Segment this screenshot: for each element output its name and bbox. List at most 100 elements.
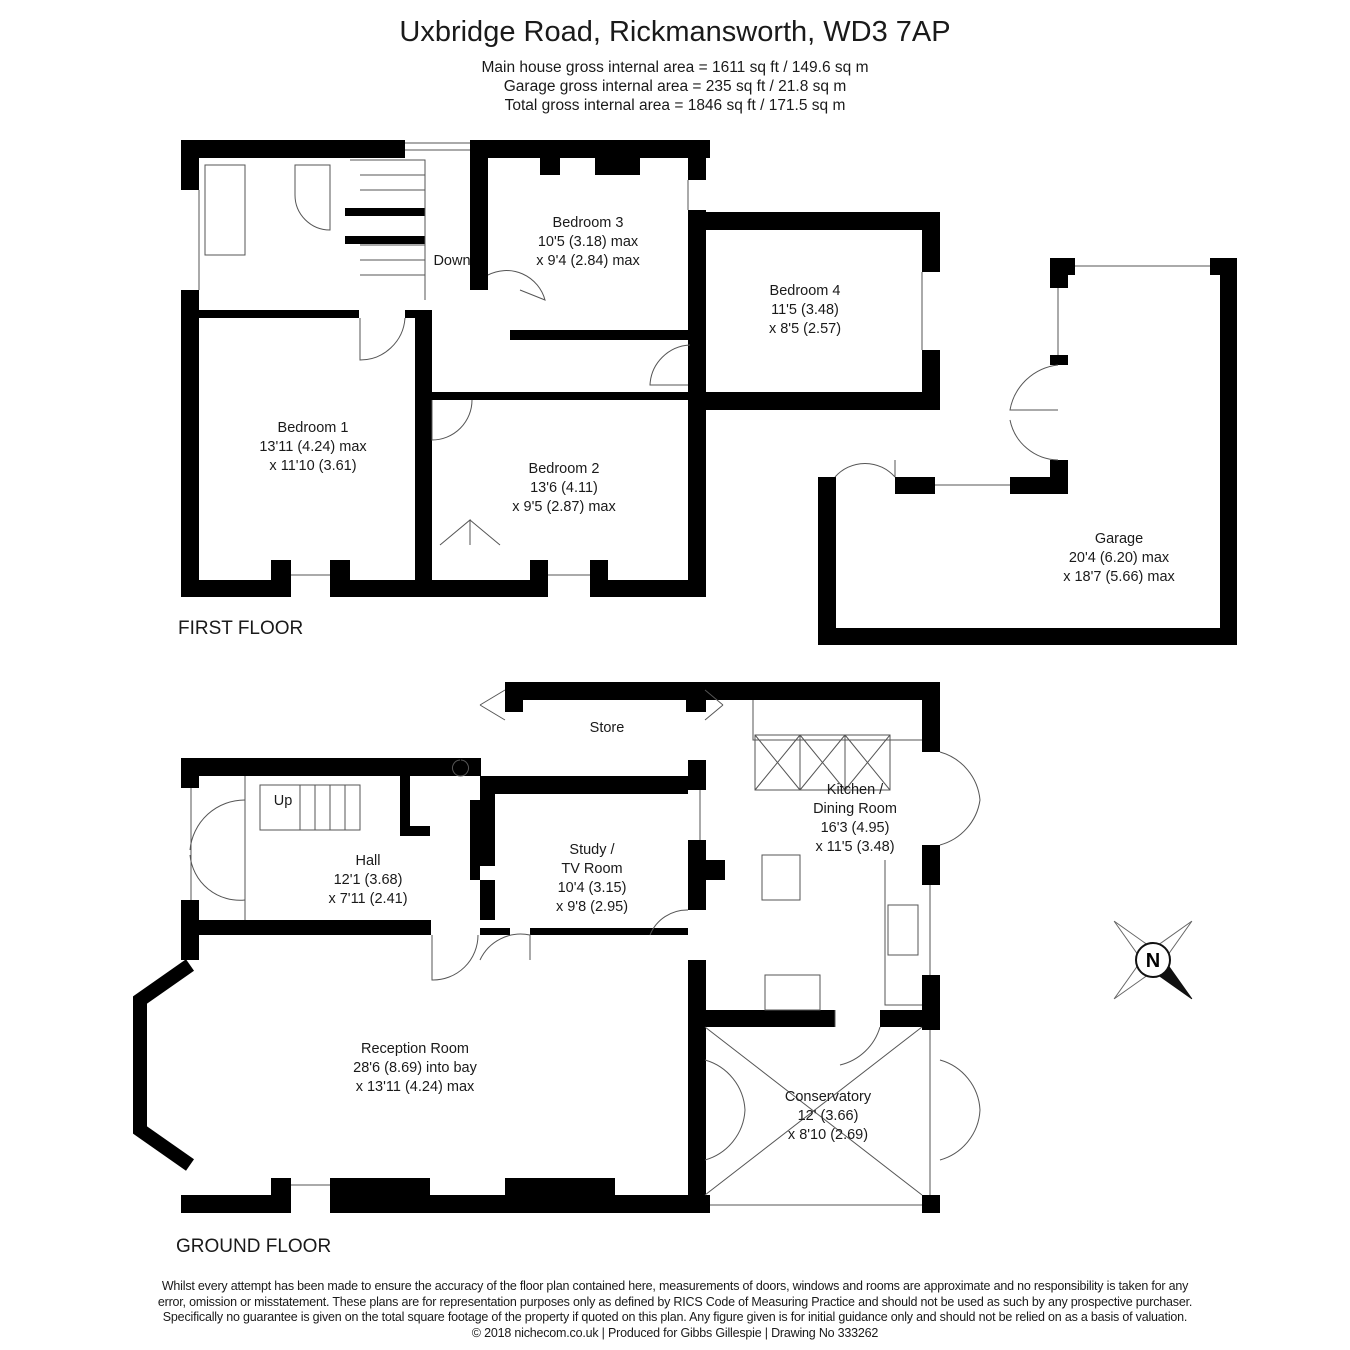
fixtures-doors-windows <box>189 142 1210 1206</box>
plan-line <box>649 790 701 936</box>
plan-line <box>752 700 922 741</box>
wall <box>530 928 688 935</box>
compass-icon: N <box>1113 920 1193 1000</box>
stairs-label: Down <box>433 253 470 269</box>
wall <box>530 560 548 597</box>
room-dim: x 7'11 (2.41) <box>328 891 407 907</box>
room-bedroom-3: Bedroom 3 10'5 (3.18) max x 9'4 (2.84) m… <box>536 215 640 269</box>
wall <box>688 212 940 230</box>
room-dim: x 9'4 (2.84) max <box>536 253 640 269</box>
room-dim: x 8'5 (2.57) <box>769 321 841 337</box>
room-name: Dining Room <box>813 801 897 817</box>
wall <box>345 208 425 216</box>
plan-line <box>189 799 246 901</box>
plan-line <box>359 317 406 361</box>
stairs-label: Up <box>274 793 293 809</box>
wall <box>482 392 688 400</box>
plan-line <box>204 164 246 256</box>
wall <box>686 700 706 712</box>
room-dim: 20'4 (6.20) max <box>1069 550 1170 566</box>
wall <box>432 392 482 400</box>
room-name: Kitchen / <box>827 782 884 798</box>
room-name: Bedroom 2 <box>529 461 600 477</box>
copyright-line: © 2018 nichecom.co.uk | Produced for Gib… <box>471 1325 879 1340</box>
room-name: Study / <box>569 842 615 858</box>
room-dim: x 9'5 (2.87) max <box>512 499 616 515</box>
plan-line <box>452 759 469 777</box>
wall <box>181 290 199 597</box>
room-bedroom-4: Bedroom 4 11'5 (3.48) x 8'5 (2.57) <box>769 283 841 337</box>
wall <box>1050 258 1068 288</box>
wall <box>688 210 706 597</box>
wall <box>510 330 688 340</box>
wall <box>540 140 560 175</box>
wall <box>608 580 706 597</box>
wall <box>922 845 940 885</box>
plan-line <box>939 1059 981 1161</box>
disclaimer-line: error, omission or misstatement. These p… <box>157 1294 1193 1309</box>
plan-line <box>704 1026 923 1196</box>
room-name: Bedroom 4 <box>770 283 841 299</box>
room-name: Bedroom 1 <box>278 420 349 436</box>
wall <box>705 860 725 880</box>
room-dim: x 13'11 (4.24) max <box>356 1079 475 1095</box>
plan-title: Uxbridge Road, Rickmansworth, WD3 7AP <box>399 16 951 48</box>
bay-window <box>133 959 195 1171</box>
plan-line <box>294 164 331 231</box>
room-conservatory: Conservatory 12' (3.66) x 8'10 (2.69) <box>785 1089 872 1143</box>
plan-line <box>350 159 426 300</box>
room-name: Garage <box>1095 531 1143 547</box>
wall <box>505 1178 615 1213</box>
wall <box>818 628 1237 645</box>
wall <box>922 212 940 272</box>
wall <box>895 477 935 494</box>
main-house-area: Main house gross internal area = 1611 sq… <box>481 59 869 76</box>
plan-line <box>884 860 922 1006</box>
disclaimer: Whilst every attempt has been made to en… <box>60 1279 1290 1341</box>
room-dim: 12' (3.66) <box>798 1108 859 1124</box>
room-dim: 16'3 (4.95) <box>821 820 890 836</box>
wall <box>1010 477 1068 494</box>
wall <box>922 1195 940 1213</box>
room-store: Store <box>590 720 625 736</box>
room-kitchen-dining: Kitchen / Dining Room 16'3 (4.95) x 11'5… <box>813 782 897 855</box>
wall <box>1050 355 1068 365</box>
wall <box>470 140 488 290</box>
wall <box>688 140 706 180</box>
wall <box>705 392 940 410</box>
room-hall: Hall 12'1 (3.68) x 7'11 (2.41) <box>328 853 407 907</box>
wall <box>705 1010 835 1027</box>
room-reception: Reception Room 28'6 (8.69) into bay x 13… <box>353 1041 477 1095</box>
wall <box>271 560 291 597</box>
wall <box>181 920 431 935</box>
wall <box>350 580 530 597</box>
room-study: Study / TV Room 10'4 (3.15) x 9'8 (2.95) <box>556 842 628 915</box>
wall <box>480 776 495 866</box>
wall <box>880 1010 940 1027</box>
wall <box>181 1195 271 1213</box>
room-dim: x 9'8 (2.95) <box>556 899 628 915</box>
room-name: Hall <box>356 853 381 869</box>
disclaimer-line: Specifically no guarantee is given on th… <box>162 1310 1188 1324</box>
wall <box>199 310 359 318</box>
room-garage: Garage 20'4 (6.20) max x 18'7 (5.66) max <box>1063 531 1175 585</box>
plan-line <box>431 399 473 441</box>
room-name: Reception Room <box>361 1041 469 1057</box>
wall <box>480 880 495 920</box>
stairs-up-label: Up <box>274 793 293 809</box>
wall <box>345 236 425 244</box>
wall <box>181 758 481 776</box>
plan-line <box>834 460 896 478</box>
plan-line <box>704 1059 746 1161</box>
room-dim: x 8'10 (2.69) <box>788 1127 868 1143</box>
room-dim: 28'6 (8.69) into bay <box>353 1060 477 1076</box>
plan-line <box>939 751 981 846</box>
room-dim: 11'5 (3.48) <box>771 302 839 318</box>
wall <box>181 580 271 597</box>
disclaimer-line: Whilst every attempt has been made to en… <box>161 1279 1189 1293</box>
plan-line <box>754 734 801 791</box>
wall <box>181 140 405 158</box>
plan-line <box>291 1010 881 1186</box>
stairs-down-label: Down <box>433 253 470 269</box>
wall <box>818 477 836 645</box>
